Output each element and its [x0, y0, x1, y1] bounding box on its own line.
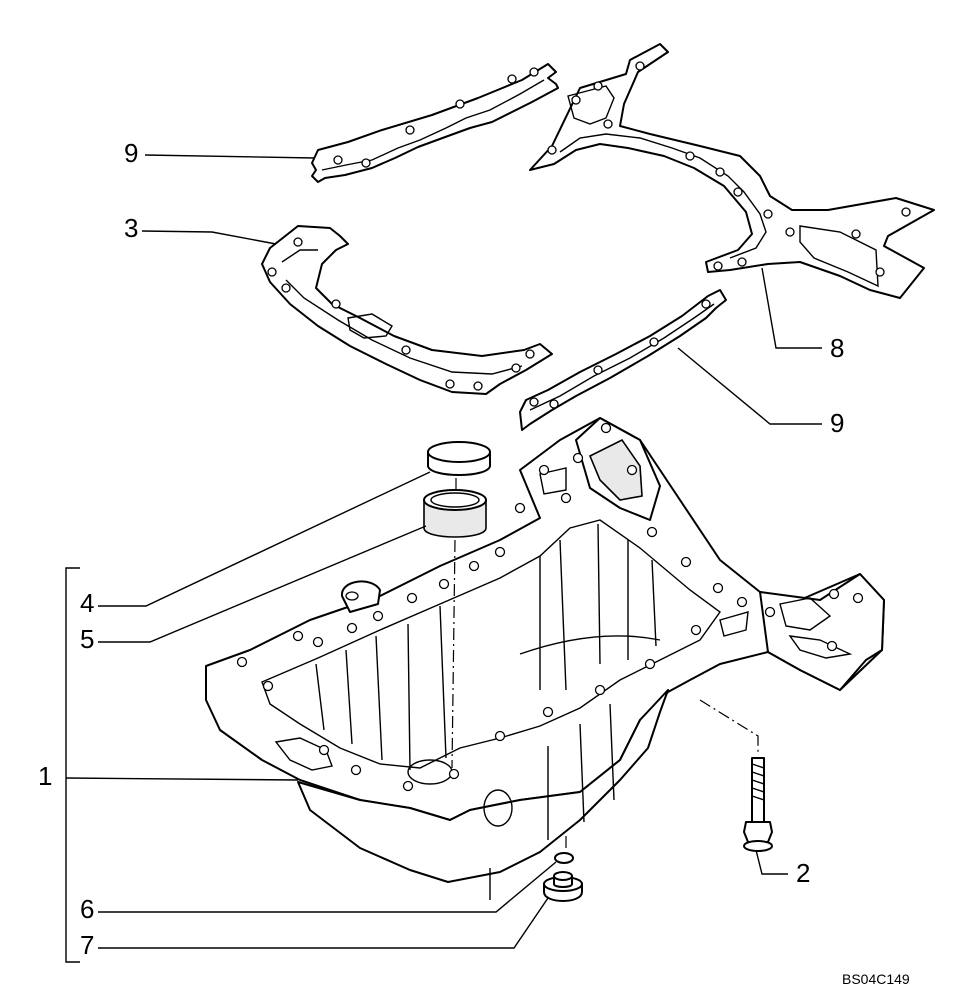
gasket-3 [261, 225, 553, 395]
cap-4 [427, 441, 491, 476]
callout-4: 4 [80, 588, 94, 618]
axis-bolt [699, 699, 759, 754]
leader-9-top [144, 154, 316, 159]
leader-1 [65, 777, 299, 781]
bolt-2 [743, 757, 773, 852]
leader-5 [98, 525, 427, 643]
oil-pan-1 [205, 417, 885, 900]
drain-plug-7 [543, 871, 583, 902]
leader-7 [98, 897, 549, 949]
leader-4 [98, 471, 431, 607]
leader-3 [141, 230, 277, 245]
callout-5: 5 [80, 624, 94, 654]
figure-code: BS04C149 [842, 971, 910, 987]
axis-bushing-pan [451, 539, 456, 769]
gasket-strip-9-mid [519, 289, 727, 431]
callout-8: 8 [830, 333, 844, 363]
leader-2 [755, 849, 788, 875]
leader-9-mid [677, 347, 822, 425]
callout-1: 1 [38, 761, 52, 791]
washer-6 [554, 852, 574, 864]
gasket-8 [529, 43, 935, 299]
callout-2: 2 [796, 858, 810, 888]
callout-3: 3 [124, 213, 138, 243]
bushing-5 [423, 489, 487, 538]
callout-9-top: 9 [124, 138, 138, 168]
leader-6 [98, 861, 557, 913]
assembly-bracket [65, 567, 80, 963]
callout-6: 6 [80, 894, 94, 924]
callout-9-mid: 9 [830, 408, 844, 438]
leader-8 [761, 267, 822, 349]
gasket-strip-9-top [311, 63, 559, 183]
callout-7: 7 [80, 930, 94, 960]
